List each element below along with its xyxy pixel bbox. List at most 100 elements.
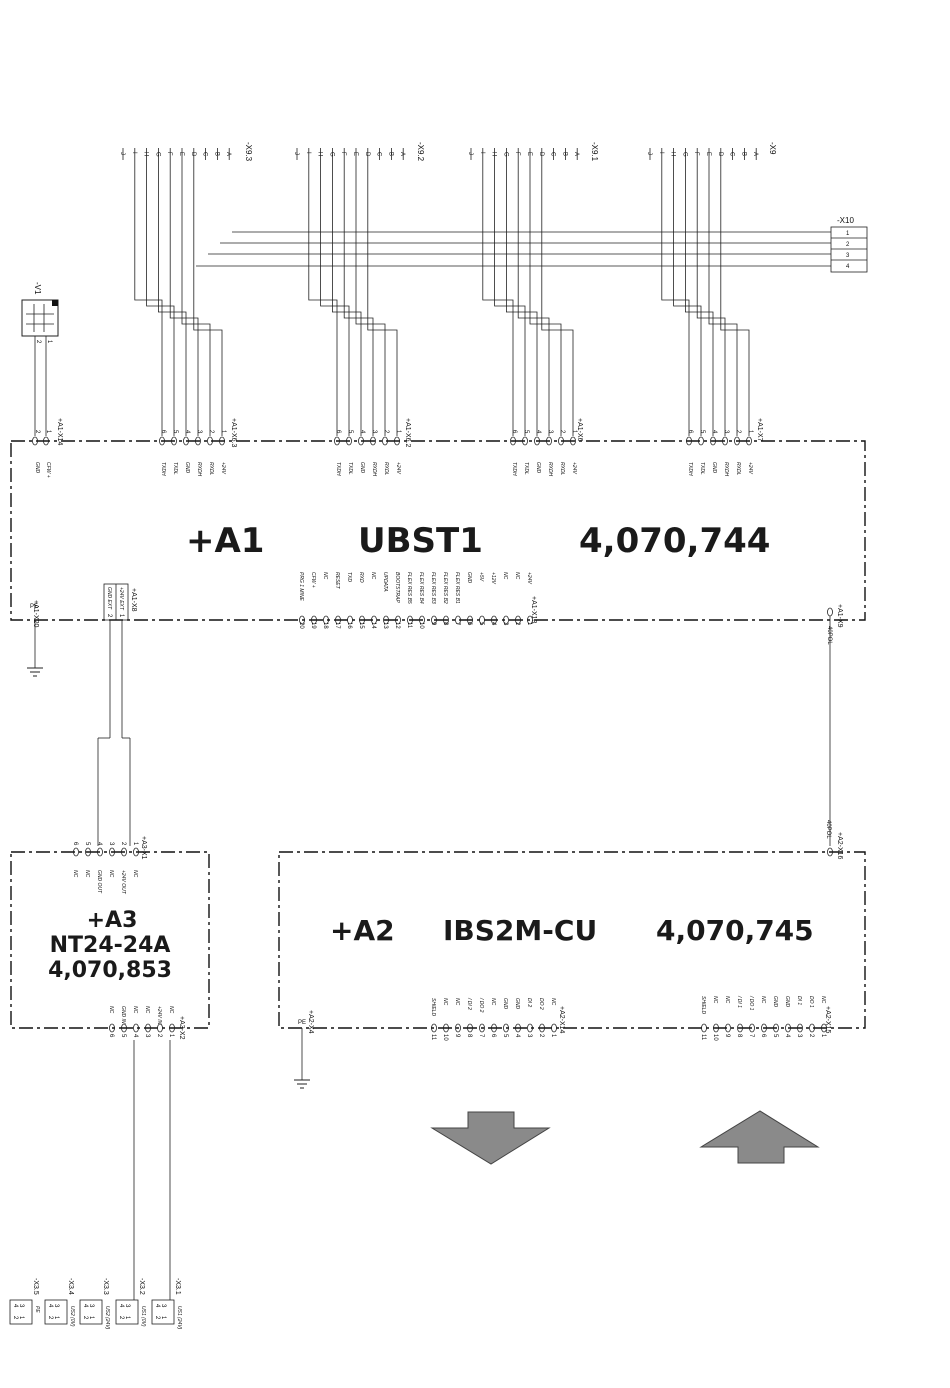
- wire: [529, 160, 562, 436]
- a3-x1-pin: 6: [72, 842, 78, 846]
- pin-contact: [359, 615, 365, 625]
- a2-x15-signal: / DO 1: [748, 995, 754, 1011]
- a1-x13-pin: 19: [310, 622, 316, 629]
- wire: [505, 160, 538, 436]
- a1-x14-signal: GND: [34, 462, 40, 474]
- x3-1-pin: 2: [154, 1316, 160, 1320]
- pin-contact: [761, 1023, 767, 1033]
- a1-x6-3-pins: 6 5 4 3 2 1 TXDH TXDL GND RXDH RXDL +24V: [160, 430, 226, 477]
- x3-2-caption: US1 (0V): [140, 1306, 146, 1327]
- x3-1-label: -X3.1: [174, 1278, 181, 1295]
- a1-x6-3-signal: +24V: [220, 462, 226, 474]
- a3-x1-pins: 6 5 4 3 2 1 NC NC GND OUT NC +24V OUT NC: [72, 842, 138, 895]
- pin-contact: [109, 847, 115, 857]
- pin-contact: [195, 436, 201, 446]
- a1-x6-signal: TXDH: [511, 462, 517, 476]
- top-connector-pin-letter: E: [352, 152, 358, 156]
- a3-x1-signal: NC: [132, 870, 138, 878]
- a2-x14-pin: 7: [478, 1034, 484, 1038]
- x3-5-pin: 4: [12, 1304, 18, 1308]
- a1-x6-3-signal: TXDL: [172, 462, 178, 475]
- a2-type: IBS2M-CU: [443, 914, 597, 947]
- a2-x15-pin: 5: [772, 1034, 778, 1038]
- a1-x13-pin: 10: [418, 622, 424, 629]
- a1-designation: +A1: [186, 521, 264, 561]
- pin-contact: [503, 615, 509, 625]
- a2-x4-label: +A2-X4: [307, 1010, 314, 1034]
- a1-x6-2-pin: 5: [347, 430, 353, 434]
- pin-contact: [159, 436, 165, 446]
- top-connector-pin-letter: C: [729, 152, 735, 157]
- x3-5-label: -X3.5: [32, 1278, 39, 1295]
- x3-4-pin: 1: [53, 1316, 59, 1320]
- a1-x7-pin: 3: [723, 430, 729, 434]
- wire: [331, 160, 362, 436]
- wire: [308, 160, 338, 436]
- a1-x6-signal: GND: [535, 462, 541, 474]
- a1-x6-2-pin: 6: [335, 430, 341, 434]
- wire: [494, 160, 526, 436]
- a3-x1-pin: 3: [108, 842, 114, 846]
- top-connector-pin-letter: B: [740, 152, 746, 156]
- a2-x14-pin: 1: [550, 1034, 556, 1038]
- a1-x8-signal: +24V EXT: [118, 587, 124, 611]
- a2-x14-pin: 8: [466, 1034, 472, 1038]
- a1-x13-pin: 11: [406, 622, 412, 629]
- a1-x14-signal: CFW +: [45, 462, 51, 478]
- a1-x9-label: +A1-X9: [836, 604, 843, 628]
- wire: [517, 160, 550, 436]
- pin-contact: [43, 436, 49, 446]
- x10-pin: 4: [846, 264, 850, 270]
- pin-contact: [746, 436, 752, 446]
- pin-contact: [85, 847, 91, 857]
- a1-x13-signal: NC: [322, 572, 328, 580]
- a1-x6-pin: 4: [535, 430, 541, 434]
- a2-x14-label: +A2-X14: [558, 1006, 565, 1034]
- wire: [720, 160, 750, 436]
- top-connector-pin-letter: E: [705, 152, 711, 156]
- x3-2-pin: 3: [124, 1304, 130, 1308]
- pin-contact: [121, 1023, 127, 1033]
- a1-x13-signal: GND: [466, 572, 472, 584]
- a2-x14-pin: 4: [514, 1034, 520, 1038]
- a1-x7-pin: 1: [747, 430, 753, 434]
- pin-contact: [710, 436, 716, 446]
- a2-designation: +A2: [330, 914, 395, 947]
- x3-1-pin: 4: [154, 1304, 160, 1308]
- top-connector-pin-letter: G: [328, 152, 334, 157]
- a3-x2-pin: 5: [120, 1034, 126, 1038]
- pin-contact: [821, 1023, 827, 1033]
- a1-x7-label: +A1-X7: [756, 418, 763, 442]
- a3-x1-label: +A3-X1: [140, 836, 147, 860]
- a2-x15-pin: 9: [724, 1034, 730, 1038]
- bottom-terminal-x3-5: 4 3 2 1 -X3.5 PE: [9, 1278, 40, 1325]
- pin-contact: [737, 1023, 743, 1033]
- a2-x15-pin: 8: [736, 1034, 742, 1038]
- a2-x15-pin: 3: [796, 1034, 802, 1038]
- wire: [685, 160, 714, 436]
- pin-contact: [109, 1023, 115, 1033]
- a1-x6-3-label: +A1-X6.3: [230, 418, 237, 447]
- top-connector-pin-letter: I: [658, 152, 664, 154]
- connector-x9-label: -X9: [768, 142, 777, 155]
- wire: [157, 160, 187, 436]
- top-connector-pin-letter: I: [131, 152, 137, 154]
- pin-contact: [407, 615, 413, 625]
- a2-x14-signal: NC: [442, 998, 448, 1006]
- a2-part-no: 4,070,745: [656, 914, 814, 947]
- top-connector-pin-letter: C: [202, 152, 208, 157]
- a3-x2-signal: NC: [168, 1006, 174, 1014]
- a2-x15-signal: NC: [760, 996, 766, 1004]
- a1-x13-signal: RXD: [358, 572, 364, 583]
- pin-contact: [773, 1023, 779, 1033]
- bottom-terminal-x3-3: 4 3 2 1 -X3.3 US2 (24V): [79, 1278, 110, 1330]
- a2-x14-pin: 6: [490, 1034, 496, 1038]
- x3-1-caption: US1 (24V): [176, 1306, 182, 1330]
- top-connector-pin-letter: D: [717, 152, 723, 157]
- v1-pin: 1: [46, 340, 52, 344]
- a1-x6-pin: 3: [547, 430, 553, 434]
- a1-x13-signal: NC: [502, 572, 508, 580]
- a3-x2-pin: 4: [132, 1034, 138, 1038]
- a1-x9-pin-label: 40POL: [826, 626, 832, 645]
- a1-x8-pin: 2: [106, 614, 112, 618]
